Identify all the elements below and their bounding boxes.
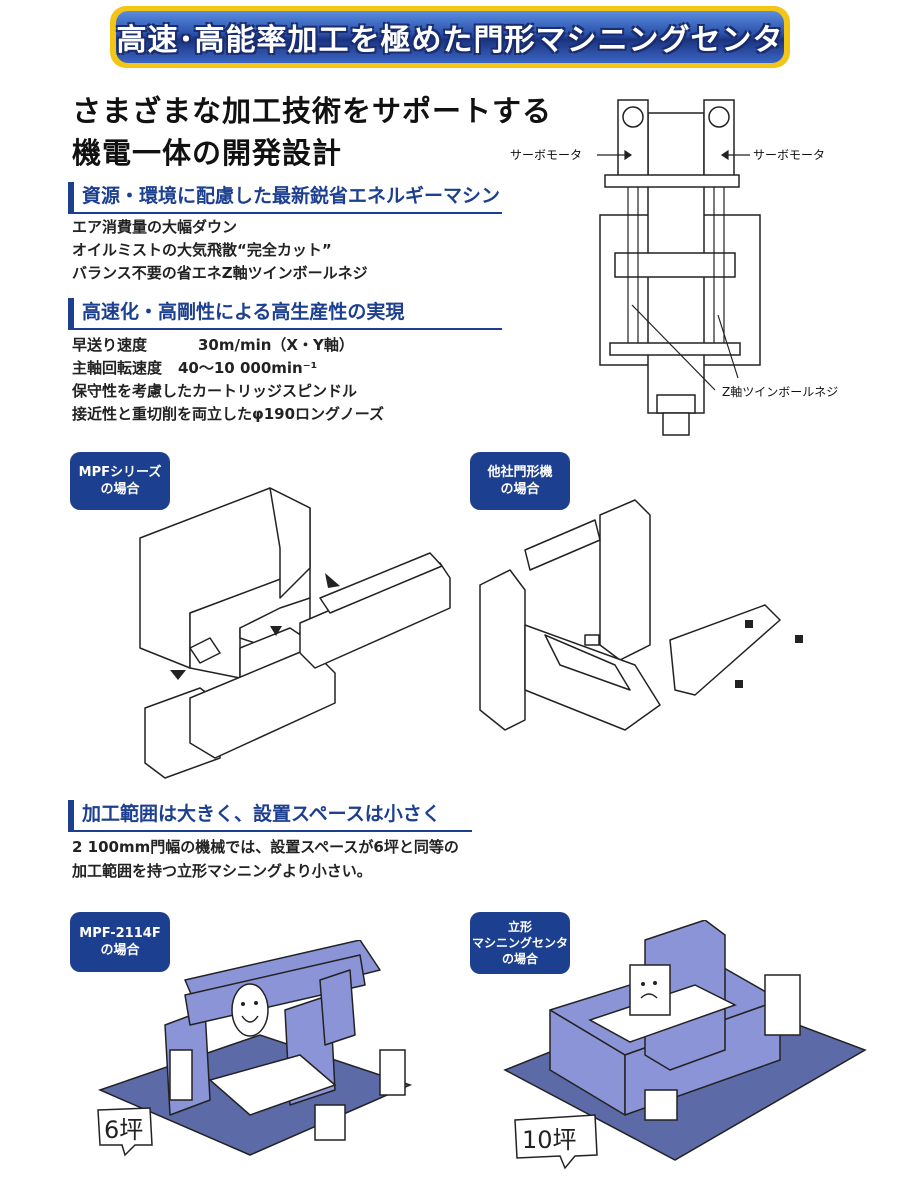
section2-line: 保守性を考慮したカートリッジスピンドル bbox=[72, 382, 358, 400]
servo-label-left: サーボモータ bbox=[510, 148, 582, 162]
section1-item: バランス不要の省エネZ軸ツインボールネジ bbox=[72, 264, 368, 282]
vmc-footprint-illustration: 10坪 bbox=[503, 920, 867, 1170]
tag-line: MPFシリーズ bbox=[78, 465, 162, 480]
mpf-exploded-illustration bbox=[139, 487, 451, 779]
tag-line: マシニングセンタ bbox=[471, 936, 568, 950]
spec-label: 早送り速度 bbox=[72, 336, 148, 354]
servo-label-right: サーボモータ bbox=[753, 148, 825, 162]
tag-mpf-2114f: MPF-2114F の場合 bbox=[70, 912, 170, 972]
tag-other-machine: 他社門形機 の場合 bbox=[470, 452, 570, 510]
section2-line: 接近性と重切削を両立したφ190ロングノーズ bbox=[72, 405, 384, 423]
tag-line: の場合 bbox=[501, 952, 538, 966]
spec-row: 早送り速度 30m/min（X・Y軸） bbox=[72, 334, 354, 357]
area-label-6: 6坪 bbox=[104, 1116, 143, 1144]
ballscrew-label: Z軸ツインボールネジ bbox=[722, 385, 838, 399]
section1-item: エア消費量の大幅ダウン bbox=[72, 218, 238, 236]
banner-title: 高速･高能率加工を極めた門形マシニングセンタ bbox=[116, 23, 784, 58]
spec-row: 主軸回転速度 40〜10 000min⁻¹ bbox=[72, 357, 317, 380]
tag-line: MPF-2114F bbox=[79, 926, 161, 941]
headline-line2: 機電一体の開発設計 bbox=[72, 136, 343, 170]
tag-vertical-mc: 立形 マシニングセンタ の場合 bbox=[470, 912, 570, 974]
spec-value: 30m/min（X・Y軸） bbox=[198, 336, 354, 354]
spec-value: 40〜10 000min⁻¹ bbox=[178, 359, 318, 377]
area-label-10: 10坪 bbox=[522, 1126, 577, 1154]
tag-line: の場合 bbox=[100, 482, 140, 497]
other-exploded-illustration bbox=[479, 499, 803, 731]
ballscrew-diagram: サーボモータ サーボモータ Z軸ツインボールネジ bbox=[510, 99, 838, 436]
tag-line: 他社門形機 bbox=[487, 465, 553, 480]
section3-line: 2 100mm門幅の機械では、設置スペースが6坪と同等の bbox=[72, 838, 459, 856]
section2-title: 高速化・高剛性による高生産性の実現 bbox=[68, 298, 502, 330]
section1-item: オイルミストの大気飛散“完全カット” bbox=[72, 241, 332, 259]
tag-line: の場合 bbox=[500, 482, 540, 497]
tag-line: 立形 bbox=[507, 920, 532, 934]
mpf-footprint-illustration: 6坪 bbox=[97, 940, 413, 1157]
section3-title: 加工範囲は大きく、設置スペースは小さく bbox=[68, 800, 472, 832]
section1-title: 資源・環境に配慮した最新鋭省エネルギーマシン bbox=[68, 182, 502, 214]
section3-line: 加工範囲を持つ立形マシニングより小さい。 bbox=[72, 862, 372, 880]
headline-line1: さまざまな加工技術をサポートする bbox=[72, 94, 553, 128]
title-banner-inner: 高速･高能率加工を極めた門形マシニングセンタ bbox=[116, 11, 784, 63]
tag-mpf-series: MPFシリーズ の場合 bbox=[70, 452, 170, 510]
tag-line: の場合 bbox=[100, 943, 140, 958]
title-banner: 高速･高能率加工を極めた門形マシニングセンタ bbox=[110, 6, 790, 68]
spec-label: 主軸回転速度 bbox=[72, 359, 163, 377]
